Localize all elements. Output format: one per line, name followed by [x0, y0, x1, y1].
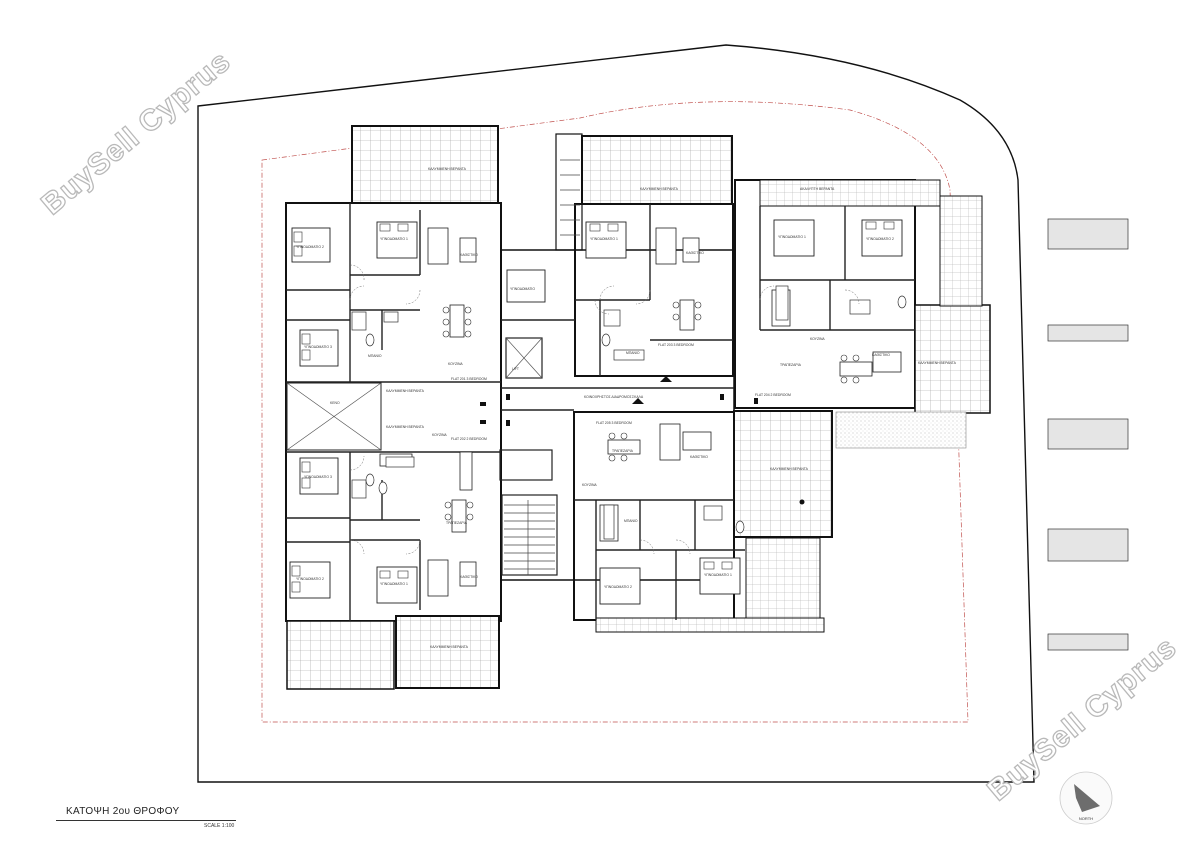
- label-flat203: FLAT 203 3 BEDROOM: [658, 343, 694, 347]
- label-flat205: FLAT 205 3 BEDROOM: [596, 421, 632, 425]
- label-veranda-top-left: ΚΑΛΥΜΜΕΝΗ ΒΕΡΑΝΤΑ: [428, 167, 467, 171]
- pillows: [291, 221, 895, 593]
- label-bedroom-2-flat204: ΥΠΝΟΔΩΜΑΤΙΟ 2: [866, 237, 894, 241]
- label-bedroom-1-flat202: ΥΠΝΟΔΩΜΑΤΙΟ 1: [380, 582, 408, 586]
- label-veranda-bottom: ΚΑΛΥΜΜΕΝΗ ΒΕΡΑΝΤΑ: [430, 645, 469, 649]
- label-bedroom-core: ΥΠΝΟΔΩΜΑΤΙΟ: [510, 287, 535, 291]
- entrance-markers: [480, 376, 805, 505]
- label-flat202: FLAT 202 2 BEDROOM: [451, 437, 487, 441]
- label-flat204: FLAT 204 2 BEDROOM: [755, 393, 791, 397]
- legend-boxes: [1047, 218, 1129, 651]
- label-bath-flat203: ΜΠΑΝΙΟ: [626, 351, 640, 355]
- label-bedroom-2-flat201: ΥΠΝΟΔΩΜΑΤΙΟ 2: [296, 245, 324, 249]
- label-kitchen-flat205: ΚΟΥΖΙΝΑ: [582, 483, 597, 487]
- plot-boundary: [197, 44, 1035, 783]
- stair-treads: [504, 159, 580, 575]
- void-cross: [286, 337, 543, 451]
- label-kitchen-flat202: ΚΟΥΖΙΝΑ: [432, 433, 447, 437]
- label-bath-flat205: ΜΠΑΝΙΟ: [624, 519, 638, 523]
- label-living-flat204: ΚΑΘΙΣΤΙΚΟ: [872, 353, 890, 357]
- title-underline: [56, 820, 236, 821]
- chairs: [442, 301, 860, 521]
- door-swings: [349, 264, 860, 555]
- label-bedroom-1-flat205: ΥΠΝΟΔΩΜΑΤΙΟ 1: [704, 573, 732, 577]
- label-bedroom-1-flat203: ΥΠΝΟΔΩΜΑΤΙΟ 1: [590, 237, 618, 241]
- north-label: NORTH: [1079, 816, 1093, 821]
- label-bedroom-2-flat205: ΥΠΝΟΔΩΜΑΤΙΟ 2: [604, 585, 632, 589]
- setback-line: [261, 101, 969, 723]
- building-walls: [285, 125, 991, 690]
- bath-fixtures: [351, 285, 907, 540]
- beds: [289, 219, 903, 605]
- label-veranda-top-middle: ΚΑΛΥΜΜΕΝΗ ΒΕΡΑΝΤΑ: [640, 187, 679, 191]
- drawing-title: ΚΑΤΟΨΗ 2ου ΘΡΟΦΟΥ: [66, 806, 180, 817]
- label-veranda-west-mid: ΚΑΛΥΜΜΕΝΗ ΒΕΡΑΝΤΑ: [386, 389, 425, 393]
- label-bedroom-3-flat201: ΥΠΝΟΔΩΜΑΤΙΟ 3: [304, 345, 332, 349]
- label-veranda-top-east: ΑΚΑΛΥΠΤΗ ΒΕΡΑΝΤΑ: [800, 187, 835, 191]
- label-living-flat202: ΚΑΘΙΣΤΙΚΟ: [460, 575, 478, 579]
- label-bedroom-2-flat202: ΥΠΝΟΔΩΜΑΤΙΟ 2: [296, 577, 324, 581]
- label-veranda-west-mid2: ΚΑΛΥΜΜΕΝΗ ΒΕΡΑΝΤΑ: [386, 425, 425, 429]
- label-stairs: ΣΚΑΛΑ: [632, 395, 644, 399]
- label-living-flat201: ΚΑΘΙΣΤΙΚΟ: [460, 253, 478, 257]
- label-dining-flat204: ΤΡΑΠΕΖΑΡΙΑ: [780, 363, 802, 367]
- label-corridor: ΚΟΙΝΟΧΡΗΣΤΟΣ ΔΙΑΔΡΟΜΟΣ: [584, 395, 632, 399]
- label-living-flat203: ΚΑΘΙΣΤΙΚΟ: [686, 251, 704, 255]
- label-kitchen-flat204: ΚΟΥΖΙΝΑ: [810, 337, 825, 341]
- label-bedroom-1-flat201: ΥΠΝΟΔΩΜΑΤΙΟ 1: [380, 237, 408, 241]
- room-labels: ΚΑΛΥΜΜΕΝΗ ΒΕΡΑΝΤΑ ΚΑΛΥΜΜΕΝΗ ΒΕΡΑΝΤΑ ΑΚΑΛ…: [296, 167, 957, 649]
- label-veranda-southeast: ΚΑΛΥΜΜΕΝΗ ΒΕΡΑΝΤΑ: [770, 467, 809, 471]
- interior-walls: [286, 203, 915, 621]
- label-dining-flat202: ΤΡΑΠΕΖΑΡΙΑ: [446, 521, 468, 525]
- label-lift: LIFT: [512, 367, 519, 371]
- label-living-flat205: ΚΑΘΙΣΤΙΚΟ: [690, 455, 708, 459]
- label-kitchen-flat201: ΚΟΥΖΙΝΑ: [448, 362, 463, 366]
- label-void: ΚΕΝΟ: [330, 401, 340, 405]
- scale-label: SCALE 1:100: [204, 823, 235, 829]
- label-bedroom-1-flat204: ΥΠΝΟΔΩΜΑΤΙΟ 1: [778, 235, 806, 239]
- label-dining-flat205: ΤΡΑΠΕΖΑΡΙΑ: [612, 449, 634, 453]
- label-flat201: FLAT 201 3 BEDROOM: [451, 377, 487, 381]
- watermark-top: BuySell Cyprus: [35, 45, 237, 222]
- north-marker: NORTH: [1059, 771, 1113, 825]
- label-bath-flat201: ΜΠΑΝΙΟ: [368, 354, 382, 358]
- label-veranda-east: ΚΑΛΥΜΜΕΝΗ ΒΕΡΑΝΤΑ: [918, 361, 957, 365]
- label-bedroom-3-flat202: ΥΠΝΟΔΩΜΑΤΙΟ 3: [304, 475, 332, 479]
